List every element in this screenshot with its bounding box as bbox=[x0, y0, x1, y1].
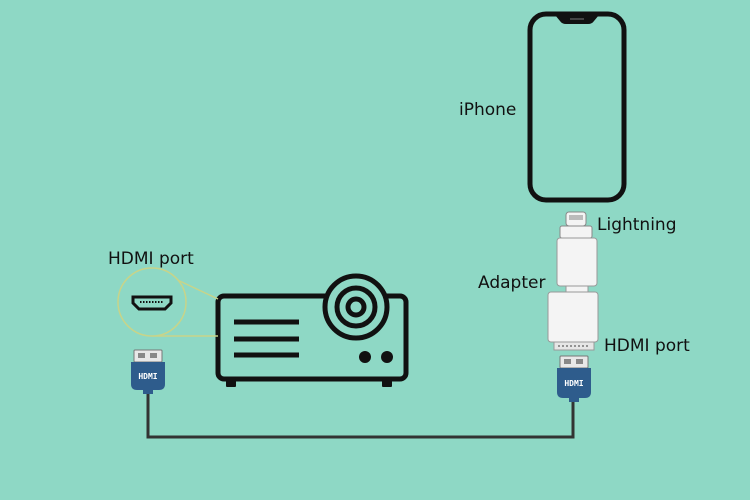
lightning-connector-icon bbox=[559, 211, 593, 239]
iphone-label: iPhone bbox=[459, 100, 516, 120]
hdmi-plug-left-icon bbox=[131, 349, 165, 394]
hdmi-cable bbox=[146, 390, 575, 439]
adapter-label: Adapter bbox=[478, 273, 545, 293]
hdmi-plug-right-text: HDMI bbox=[564, 379, 583, 388]
hdmi-port-projector-label: HDMI port bbox=[108, 249, 194, 269]
hdmi-port-adapter-label: HDMI port bbox=[604, 336, 690, 356]
hdmi-port-icon bbox=[131, 295, 173, 311]
adapter-icon bbox=[547, 237, 599, 351]
hdmi-plug-right-icon bbox=[557, 355, 591, 402]
hdmi-plug-left-text: HDMI bbox=[138, 372, 157, 381]
projector-icon bbox=[215, 273, 409, 387]
hdmi-port-callout bbox=[117, 267, 219, 337]
iphone-icon bbox=[527, 11, 627, 203]
lightning-label: Lightning bbox=[597, 215, 677, 235]
